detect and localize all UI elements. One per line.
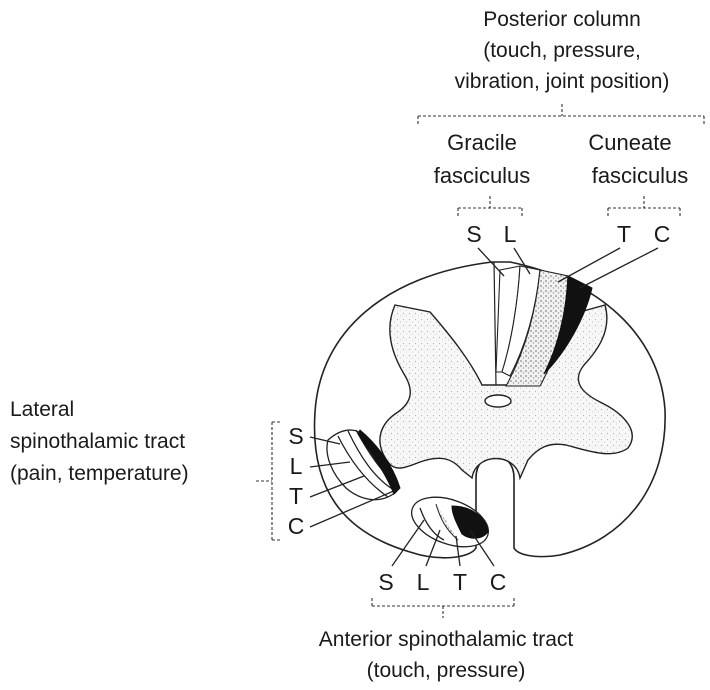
lateral-tract-subtitle: (pain, temperature): [10, 462, 189, 485]
anterior-segment-l: L: [417, 569, 430, 595]
anterior-segment-s: S: [378, 569, 393, 595]
gracile-segment-s: S: [466, 221, 481, 247]
posterior-column-subtitle-1: (touch, pressure,: [483, 39, 641, 62]
cuneate-segment-c: C: [654, 221, 671, 247]
posterior-column-subtitle-2: vibration, joint position): [455, 70, 670, 93]
gracile-segment-l: L: [504, 221, 517, 247]
posterior-column-title: Posterior column: [483, 8, 641, 31]
lateral-segment-s: S: [288, 423, 303, 449]
cuneate-segment-t: T: [617, 221, 631, 247]
posterior-column-bracket: [418, 104, 704, 126]
anterior-tract-title: Anterior spinothalamic tract: [319, 628, 574, 651]
lateral-bracket: [256, 422, 280, 540]
lateral-tract-title-2: spinothalamic tract: [10, 430, 185, 453]
cuneate-fasciculus-label-2: fasciculus: [592, 163, 689, 188]
lateral-segment-c: C: [288, 513, 305, 539]
central-canal: [485, 395, 511, 407]
gracile-fasciculus-label-2: fasciculus: [434, 163, 531, 188]
gracile-fasciculus-label-1: Gracile: [447, 130, 517, 155]
cuneate-bracket: [608, 196, 680, 218]
gracile-bracket: [458, 196, 522, 218]
anterior-bracket: [372, 598, 514, 618]
cuneate-fasciculus-label-1: Cuneate: [588, 130, 671, 155]
lateral-tract-title-1: Lateral: [10, 398, 74, 421]
lateral-segment-t: T: [289, 483, 303, 509]
lateral-segment-l: L: [290, 453, 303, 479]
anterior-tract-subtitle: (touch, pressure): [367, 659, 526, 682]
anterior-segment-c: C: [490, 569, 507, 595]
anterior-segment-t: T: [453, 569, 467, 595]
